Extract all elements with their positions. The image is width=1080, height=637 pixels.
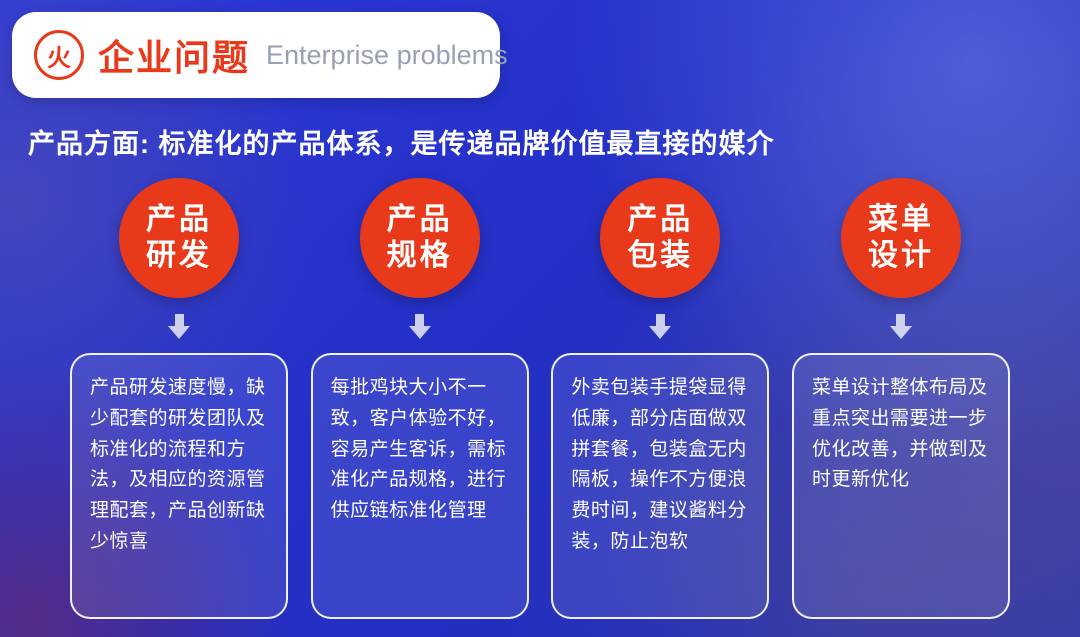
problem-column-packaging: 产品 包装 外卖包装手提袋显得低廉，部分店面做双拼套餐，包装盒无内隔板，操作不方…	[551, 178, 770, 619]
down-arrow-head	[168, 326, 190, 339]
header-card: 火 企业问题 Enterprise problems	[12, 12, 508, 98]
category-badge-spec: 产品 规格	[359, 178, 480, 298]
down-arrow-icon	[649, 314, 672, 339]
badge-label-line2: 规格	[386, 239, 453, 272]
section-headline: 产品方面: 标准化的产品体系，是传递品牌价值最直接的媒介	[28, 129, 775, 159]
down-arrow-stem	[655, 314, 665, 326]
category-badge-rd: 产品 研发	[119, 178, 239, 298]
badge-label-line1: 产品	[146, 203, 212, 236]
problem-column-rd: 产品 研发 产品研发速度慢，缺少配套的研发团队及标准化的流程和方法，及相应的资源…	[70, 178, 288, 619]
badge-label-line2: 研发	[146, 239, 212, 272]
fire-logo-char: 火	[47, 44, 71, 72]
down-arrow-stem	[415, 314, 425, 326]
description-text: 菜单设计整体布局及重点突出需要进一步优化改善，并做到及时更新优化	[811, 377, 988, 491]
description-card-rd: 产品研发速度慢，缺少配套的研发团队及标准化的流程和方法，及相应的资源管理配套，产…	[70, 353, 288, 619]
header-title: 企业问题	[98, 37, 251, 78]
description-text: 外卖包装手提袋显得低廉，部分店面做双拼套餐，包装盒无内隔板，操作不方便浪费时间，…	[571, 377, 747, 552]
problem-columns: 产品 研发 产品研发速度慢，缺少配套的研发团队及标准化的流程和方法，及相应的资源…	[70, 178, 1010, 619]
down-arrow-stem	[896, 314, 906, 326]
description-card-packaging: 外卖包装手提袋显得低廉，部分店面做双拼套餐，包装盒无内隔板，操作不方便浪费时间，…	[551, 353, 770, 619]
down-arrow-head	[889, 326, 912, 339]
category-badge-packaging: 产品 包装	[600, 178, 721, 298]
down-arrow-stem	[174, 314, 184, 326]
description-card-menu: 菜单设计整体布局及重点突出需要进一步优化改善，并做到及时更新优化	[791, 353, 1010, 619]
down-arrow-head	[649, 326, 672, 339]
fire-logo-icon: 火	[34, 30, 84, 80]
badge-label-line2: 包装	[627, 239, 694, 272]
header-subtitle: Enterprise problems	[266, 39, 508, 70]
down-arrow-head	[408, 326, 431, 339]
problem-column-spec: 产品 规格 每批鸡块大小不一致，客户体验不好，容易产生客诉，需标准化产品规格，进…	[310, 178, 529, 619]
description-card-spec: 每批鸡块大小不一致，客户体验不好，容易产生客诉，需标准化产品规格，进行供应链标准…	[310, 353, 529, 619]
description-text: 每批鸡块大小不一致，客户体验不好，容易产生客诉，需标准化产品规格，进行供应链标准…	[330, 377, 507, 522]
badge-label-line2: 设计	[867, 239, 934, 272]
description-text: 产品研发速度慢，缺少配套的研发团队及标准化的流程和方法，及相应的资源管理配套，产…	[90, 377, 266, 552]
down-arrow-icon	[408, 314, 431, 339]
badge-label-line1: 产品	[627, 203, 694, 236]
category-badge-menu: 菜单 设计	[840, 178, 961, 298]
down-arrow-icon	[889, 314, 912, 339]
badge-label-line1: 产品	[386, 203, 453, 236]
down-arrow-icon	[168, 314, 190, 339]
problem-column-menu: 菜单 设计 菜单设计整体布局及重点突出需要进一步优化改善，并做到及时更新优化	[791, 178, 1010, 619]
badge-label-line1: 菜单	[867, 203, 934, 236]
